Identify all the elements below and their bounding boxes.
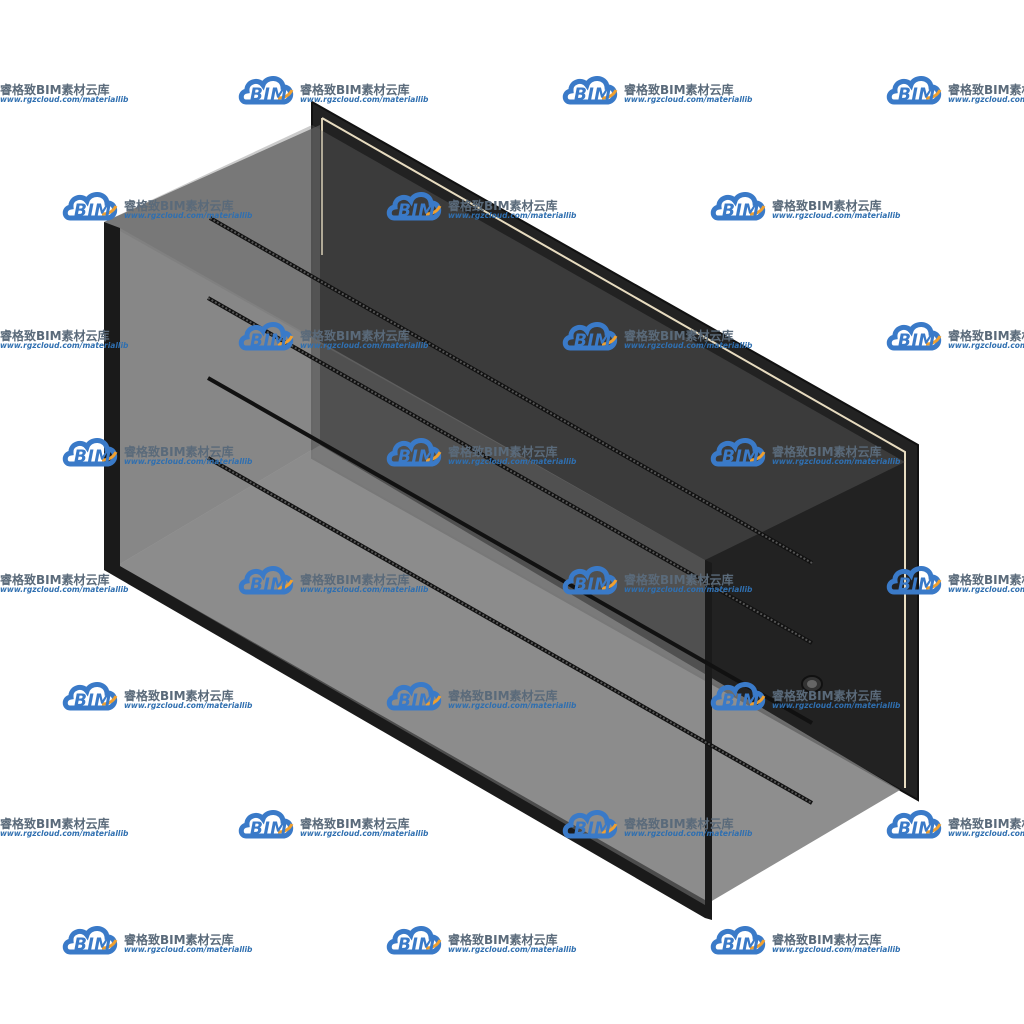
damper-rod-1 <box>209 216 813 565</box>
front-frame-bottom <box>104 566 712 918</box>
damper-rod-3 <box>207 376 813 725</box>
damper-rod-2 <box>207 296 813 645</box>
bottom-face <box>110 445 900 905</box>
front-frame-left <box>104 222 120 574</box>
left-face <box>104 125 320 570</box>
front-frame-right <box>705 560 712 920</box>
back-panel-highlight-top <box>321 117 906 788</box>
front-glass <box>120 228 705 905</box>
damper-rod-4 <box>207 456 813 805</box>
